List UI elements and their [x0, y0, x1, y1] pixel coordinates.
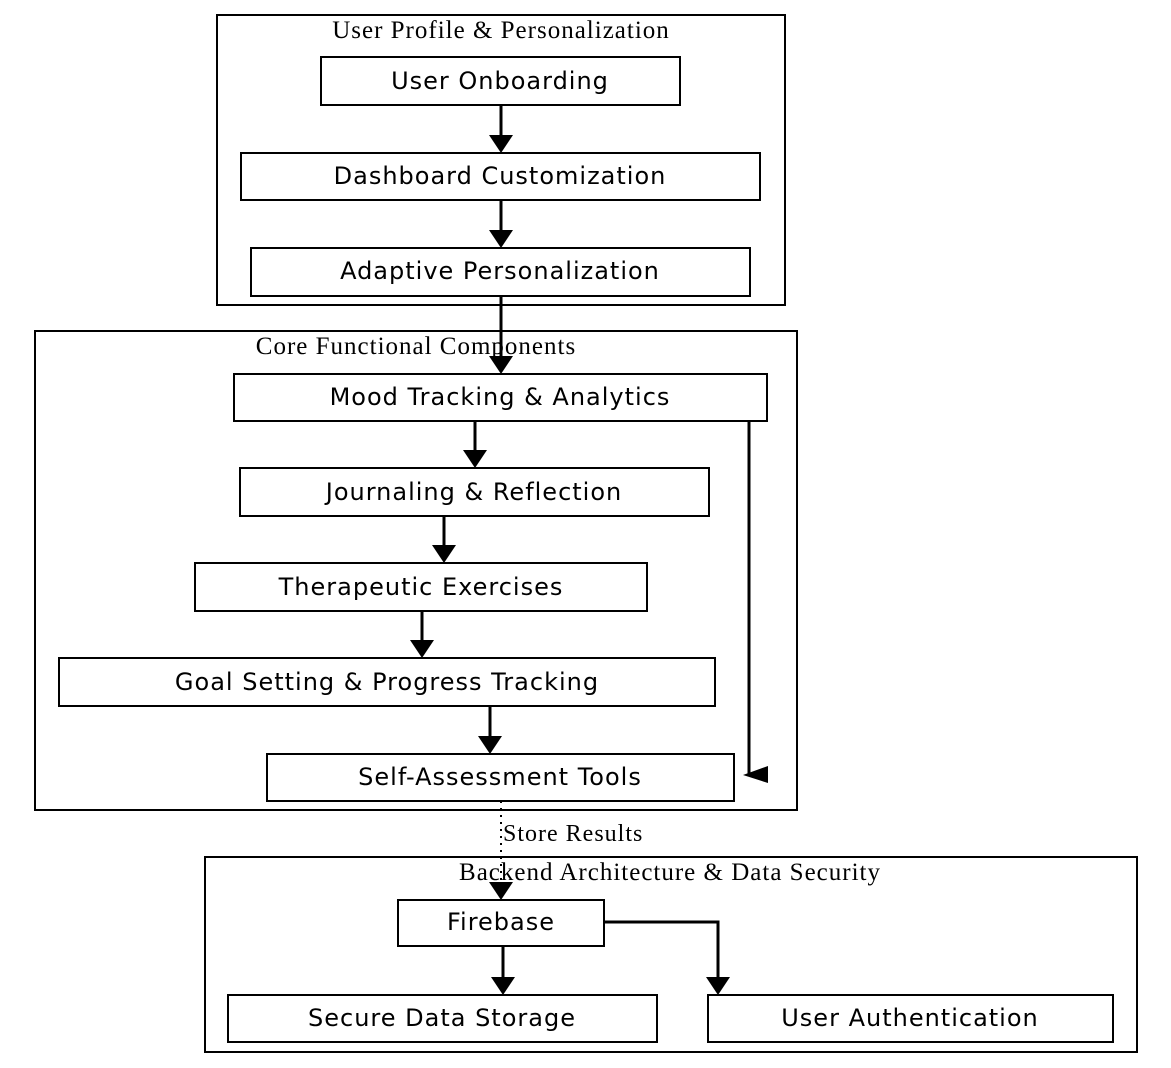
node-adaptive-personalization[interactable]: Adaptive Personalization: [250, 247, 751, 297]
cluster-user-profile-label: User Profile & Personalization: [332, 17, 670, 44]
node-journaling-reflection-label: Journaling & Reflection: [324, 478, 623, 506]
cluster-core-functional-label: Core Functional Components: [256, 333, 576, 360]
arrowhead-adaptive: [489, 230, 513, 248]
node-self-assessment[interactable]: Self-Assessment Tools: [266, 753, 735, 802]
node-mood-tracking[interactable]: Mood Tracking & Analytics: [233, 373, 768, 422]
arrowhead-goal: [410, 640, 434, 658]
node-goal-setting[interactable]: Goal Setting & Progress Tracking: [58, 657, 716, 707]
arrowhead-auth: [706, 977, 730, 995]
node-dashboard-customization-label: Dashboard Customization: [334, 162, 667, 190]
node-therapeutic-exercises[interactable]: Therapeutic Exercises: [194, 562, 648, 612]
arrowhead-dashboard: [489, 135, 513, 153]
arrowhead-therapeutic: [432, 545, 456, 563]
node-firebase[interactable]: Firebase: [397, 899, 605, 947]
arrowhead-assessment-bypass: [743, 766, 768, 783]
node-goal-setting-label: Goal Setting & Progress Tracking: [175, 668, 599, 696]
arrowhead-assessment: [478, 736, 502, 754]
node-adaptive-personalization-label: Adaptive Personalization: [340, 257, 660, 285]
arrowhead-mood: [489, 356, 513, 374]
node-firebase-label: Firebase: [447, 908, 555, 936]
node-mood-tracking-label: Mood Tracking & Analytics: [330, 383, 671, 411]
node-user-authentication[interactable]: User Authentication: [707, 994, 1114, 1043]
edges: Store Results: [410, 105, 768, 995]
node-user-onboarding[interactable]: User Onboarding: [320, 56, 681, 106]
arrowhead-firebase: [489, 882, 513, 900]
node-dashboard-customization[interactable]: Dashboard Customization: [240, 152, 761, 201]
arrowhead-storage: [491, 977, 515, 995]
edge-label-store-results: Store Results: [503, 821, 643, 847]
cluster-backend-label: Backend Architecture & Data Security: [459, 859, 881, 886]
node-secure-data-storage[interactable]: Secure Data Storage: [227, 994, 658, 1043]
arrowhead-journaling: [463, 450, 487, 468]
node-user-onboarding-label: User Onboarding: [391, 67, 609, 95]
node-therapeutic-exercises-label: Therapeutic Exercises: [278, 573, 564, 601]
edge-firebase-auth: [604, 920, 720, 977]
node-journaling-reflection[interactable]: Journaling & Reflection: [239, 467, 710, 517]
node-self-assessment-label: Self-Assessment Tools: [358, 763, 642, 791]
node-secure-data-storage-label: Secure Data Storage: [308, 1004, 576, 1032]
node-user-authentication-label: User Authentication: [781, 1004, 1039, 1032]
